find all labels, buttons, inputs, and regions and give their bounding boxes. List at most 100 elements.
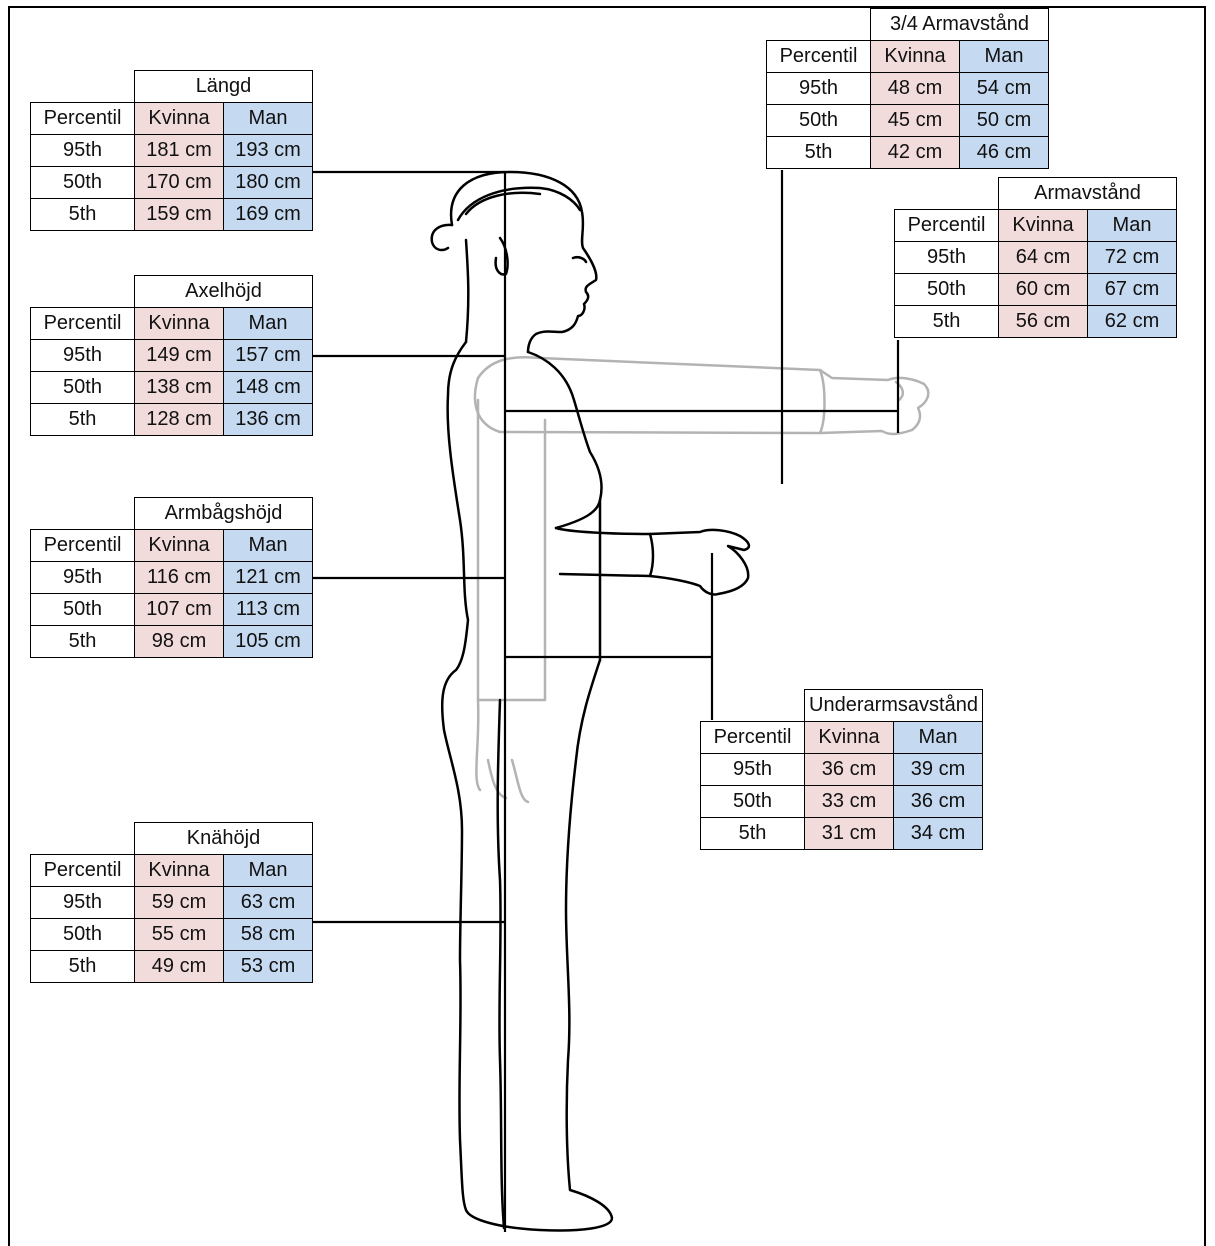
row-percentile: 50th: [894, 273, 999, 306]
cell-kvinna: 60 cm: [998, 273, 1088, 306]
cell-man: 50 cm: [959, 104, 1049, 137]
header-percentil: Percentil: [30, 102, 135, 135]
header-percentil: Percentil: [766, 40, 871, 73]
row-percentile: 5th: [700, 817, 805, 850]
table-title: Längd: [134, 70, 313, 103]
header-man: Man: [893, 721, 983, 754]
cell-kvinna: 42 cm: [870, 136, 960, 169]
header-kvinna: Kvinna: [134, 102, 224, 135]
row-percentile: 95th: [30, 134, 135, 167]
header-man: Man: [223, 854, 313, 887]
header-kvinna: Kvinna: [998, 209, 1088, 242]
cell-kvinna: 64 cm: [998, 241, 1088, 274]
header-percentil: Percentil: [700, 721, 805, 754]
row-percentile: 95th: [30, 886, 135, 919]
cell-kvinna: 128 cm: [134, 403, 224, 436]
cell-kvinna: 170 cm: [134, 166, 224, 199]
cell-man: 113 cm: [223, 593, 313, 626]
row-percentile: 50th: [766, 104, 871, 137]
cell-man: 72 cm: [1087, 241, 1177, 274]
cell-kvinna: 55 cm: [134, 918, 224, 951]
cell-man: 105 cm: [223, 625, 313, 658]
cell-kvinna: 59 cm: [134, 886, 224, 919]
cell-kvinna: 56 cm: [998, 305, 1088, 338]
cell-kvinna: 159 cm: [134, 198, 224, 231]
cell-kvinna: 36 cm: [804, 753, 894, 786]
cell-man: 58 cm: [223, 918, 313, 951]
cell-kvinna: 138 cm: [134, 371, 224, 404]
cell-man: 148 cm: [223, 371, 313, 404]
cell-kvinna: 107 cm: [134, 593, 224, 626]
cell-kvinna: 98 cm: [134, 625, 224, 658]
table-title: Axelhöjd: [134, 275, 313, 308]
header-man: Man: [223, 529, 313, 562]
cell-man: 169 cm: [223, 198, 313, 231]
cell-kvinna: 48 cm: [870, 72, 960, 105]
row-percentile: 95th: [894, 241, 999, 274]
table-title: Underarmsavstånd: [804, 689, 983, 722]
row-percentile: 50th: [30, 371, 135, 404]
cell-man: 157 cm: [223, 339, 313, 372]
table-title: 3/4 Armavstånd: [870, 8, 1049, 41]
header-man: Man: [1087, 209, 1177, 242]
row-percentile: 95th: [700, 753, 805, 786]
figure-frame: [8, 6, 1206, 1246]
row-percentile: 50th: [700, 785, 805, 818]
header-percentil: Percentil: [30, 854, 135, 887]
cell-man: 39 cm: [893, 753, 983, 786]
row-percentile: 5th: [30, 950, 135, 983]
cell-kvinna: 149 cm: [134, 339, 224, 372]
table-title: Armavstånd: [998, 177, 1177, 210]
cell-man: 193 cm: [223, 134, 313, 167]
cell-kvinna: 31 cm: [804, 817, 894, 850]
header-kvinna: Kvinna: [870, 40, 960, 73]
header-percentil: Percentil: [30, 529, 135, 562]
header-kvinna: Kvinna: [134, 854, 224, 887]
cell-kvinna: 33 cm: [804, 785, 894, 818]
row-percentile: 95th: [766, 72, 871, 105]
header-kvinna: Kvinna: [804, 721, 894, 754]
cell-man: 63 cm: [223, 886, 313, 919]
header-man: Man: [959, 40, 1049, 73]
table-title: Armbågshöjd: [134, 497, 313, 530]
header-man: Man: [223, 102, 313, 135]
cell-man: 34 cm: [893, 817, 983, 850]
row-percentile: 95th: [30, 339, 135, 372]
cell-man: 46 cm: [959, 136, 1049, 169]
row-percentile: 5th: [30, 625, 135, 658]
cell-man: 121 cm: [223, 561, 313, 594]
measurement-lines: [313, 170, 900, 1232]
table-title: Knähöjd: [134, 822, 313, 855]
extended-arm-outline: [473, 355, 930, 804]
row-percentile: 50th: [30, 593, 135, 626]
cell-kvinna: 49 cm: [134, 950, 224, 983]
row-percentile: 5th: [894, 305, 999, 338]
cell-kvinna: 181 cm: [134, 134, 224, 167]
cell-man: 62 cm: [1087, 305, 1177, 338]
row-percentile: 5th: [766, 136, 871, 169]
header-man: Man: [223, 307, 313, 340]
header-percentil: Percentil: [894, 209, 999, 242]
row-percentile: 95th: [30, 561, 135, 594]
cell-kvinna: 116 cm: [134, 561, 224, 594]
header-kvinna: Kvinna: [134, 307, 224, 340]
row-percentile: 5th: [30, 198, 135, 231]
cell-man: 136 cm: [223, 403, 313, 436]
header-percentil: Percentil: [30, 307, 135, 340]
cell-kvinna: 45 cm: [870, 104, 960, 137]
header-kvinna: Kvinna: [134, 529, 224, 562]
cell-man: 53 cm: [223, 950, 313, 983]
cell-man: 67 cm: [1087, 273, 1177, 306]
row-percentile: 5th: [30, 403, 135, 436]
cell-man: 180 cm: [223, 166, 313, 199]
row-percentile: 50th: [30, 918, 135, 951]
cell-man: 36 cm: [893, 785, 983, 818]
